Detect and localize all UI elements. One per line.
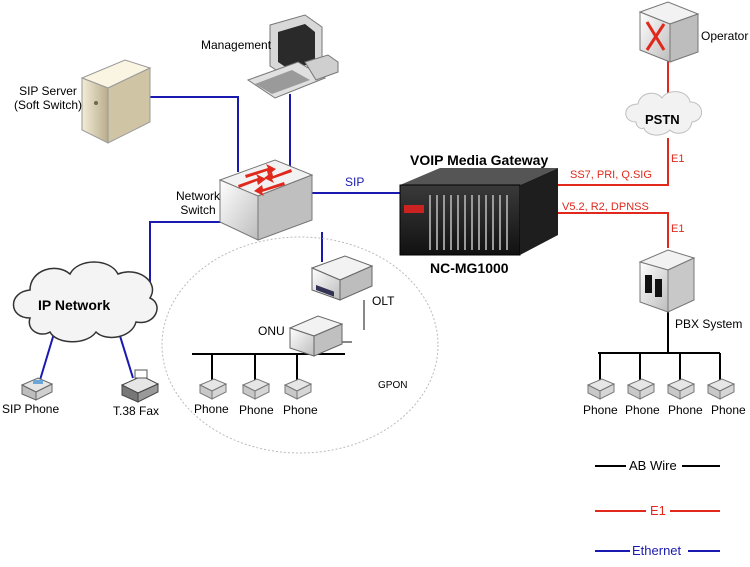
legend-ethernet-label: Ethernet <box>632 543 682 558</box>
phone-label: Phone <box>283 403 318 417</box>
olt-icon <box>310 255 374 301</box>
signaling-bottom-label: V5.2, R2, DPNSS <box>562 201 649 213</box>
network-switch-label-line2: Switch <box>180 203 216 217</box>
ip-network-label: IP Network <box>38 297 111 313</box>
pbx-label: PBX System <box>675 317 743 331</box>
onu-icon <box>288 315 344 357</box>
phone-icon <box>666 378 696 400</box>
sip-server-label-line1: SIP Server <box>19 84 77 98</box>
media-gateway-icon <box>399 168 558 256</box>
signaling-top-label: SS7, PRI, Q.SIG <box>570 169 652 181</box>
fax-label: T.38 Fax <box>113 404 160 418</box>
management-label: Management <box>201 38 272 52</box>
gpon-label: GPON <box>378 380 408 391</box>
operator-switch-icon <box>638 1 700 63</box>
onu-label: ONU <box>258 324 285 338</box>
phone-label: Phone <box>583 403 618 417</box>
phone-label: Phone <box>194 402 229 416</box>
ip-network-cloud <box>12 261 158 343</box>
phone-icon <box>626 378 656 400</box>
management-icon <box>246 14 339 99</box>
phone-icon <box>283 378 313 400</box>
e1-top-label: E1 <box>671 153 685 165</box>
sip-phone-label: SIP Phone <box>2 402 60 416</box>
e1-bottom-label: E1 <box>671 223 685 235</box>
e1-links <box>558 60 669 248</box>
operator-label: Operator <box>701 29 749 43</box>
fiber-links <box>340 300 365 343</box>
gateway-model: NC-MG1000 <box>430 260 509 276</box>
ab-wire-links <box>192 310 721 380</box>
phone-icon <box>586 378 616 400</box>
pbx-icon <box>638 249 696 313</box>
network-switch-label-line1: Network <box>175 189 220 203</box>
phone-icon <box>241 378 271 400</box>
pstn-cloud <box>625 91 702 136</box>
phone-label: Phone <box>711 403 746 417</box>
pstn-label: PSTN <box>645 112 680 127</box>
sip-link-label: SIP <box>345 175 365 189</box>
phone-icon <box>706 378 736 400</box>
phone-icon <box>198 378 228 400</box>
gpon-area <box>161 236 439 454</box>
sip-server-icon <box>80 59 152 144</box>
fax-icon <box>120 369 160 403</box>
sip-phone-icon <box>20 377 54 401</box>
gateway-title: VOIP Media Gateway <box>410 152 549 168</box>
sip-server-label-line2: (Soft Switch) <box>13 98 82 112</box>
phone-label: Phone <box>625 403 660 417</box>
legend-e1-label: E1 <box>650 503 666 518</box>
legend-lines <box>595 465 720 552</box>
olt-label: OLT <box>372 294 395 308</box>
phone-label: Phone <box>668 403 703 417</box>
legend-ab-wire-label: AB Wire <box>629 458 677 473</box>
ethernet-links <box>39 94 400 381</box>
network-switch-icon <box>218 159 314 241</box>
phone-label: Phone <box>239 403 274 417</box>
